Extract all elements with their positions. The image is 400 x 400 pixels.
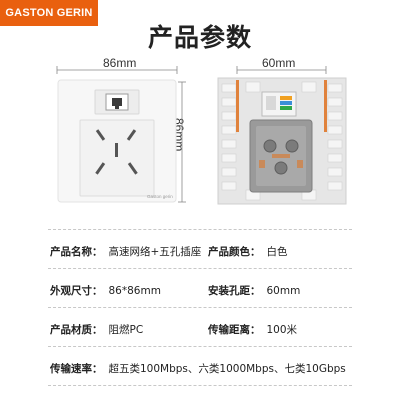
rear-keystone xyxy=(261,91,297,117)
spec-value: 阻燃PC xyxy=(108,324,144,336)
spec-hole-distance: 安装孔距： 60mm xyxy=(208,283,300,298)
spec-label: 产品颜色： xyxy=(208,246,261,258)
plate-brand-text: Gaston gerin xyxy=(147,194,173,199)
network-module xyxy=(94,89,140,115)
spec-divider xyxy=(48,229,352,230)
front-height-dimension xyxy=(178,81,186,203)
spec-value: 超五类100Mbps、六类1000Mbps、七类10Gbps xyxy=(108,363,346,375)
spec-divider xyxy=(48,268,352,269)
rear-socket-module xyxy=(249,119,313,193)
brand-logo: GASTON GERIN xyxy=(0,0,98,26)
spec-label: 产品材质： xyxy=(50,324,103,336)
spec-dimensions: 外观尺寸： 86*86mm xyxy=(50,283,161,298)
spec-value: 86*86mm xyxy=(108,285,161,297)
spec-label: 外观尺寸： xyxy=(50,285,103,297)
mount-screw-right xyxy=(324,80,327,132)
spec-divider xyxy=(48,307,352,308)
back-width-dimension xyxy=(236,66,327,74)
spec-material: 产品材质： 阻燃PC xyxy=(50,322,143,337)
spec-value: 60mm xyxy=(266,285,301,297)
spec-value: 高速网络+五孔插座 xyxy=(108,246,202,258)
front-width-dimension xyxy=(56,66,178,74)
spec-product-color: 产品颜色： 白色 xyxy=(208,244,288,259)
spec-transmission-distance: 传输距离： 100米 xyxy=(208,322,297,337)
spec-label: 安装孔距： xyxy=(208,285,261,297)
spec-label: 产品名称： xyxy=(50,246,103,258)
spec-label: 传输速率： xyxy=(50,363,103,375)
back-view xyxy=(217,77,347,205)
mount-screw-left xyxy=(236,80,239,132)
front-plate xyxy=(57,79,177,203)
spec-divider xyxy=(48,346,352,347)
spec-value: 100米 xyxy=(266,324,298,336)
spec-label: 传输距离： xyxy=(208,324,261,336)
spec-transmission-rate: 传输速率： 超五类100Mbps、六类1000Mbps、七类10Gbps xyxy=(50,361,346,376)
spec-divider xyxy=(48,385,352,386)
front-width-label: 86mm xyxy=(103,56,137,70)
socket-module xyxy=(79,119,155,197)
page-title: 产品参数 xyxy=(147,23,252,52)
back-width-label: 60mm xyxy=(262,56,296,70)
spec-product-name: 产品名称： 高速网络+五孔插座 xyxy=(50,244,201,259)
spec-value: 白色 xyxy=(266,246,288,258)
